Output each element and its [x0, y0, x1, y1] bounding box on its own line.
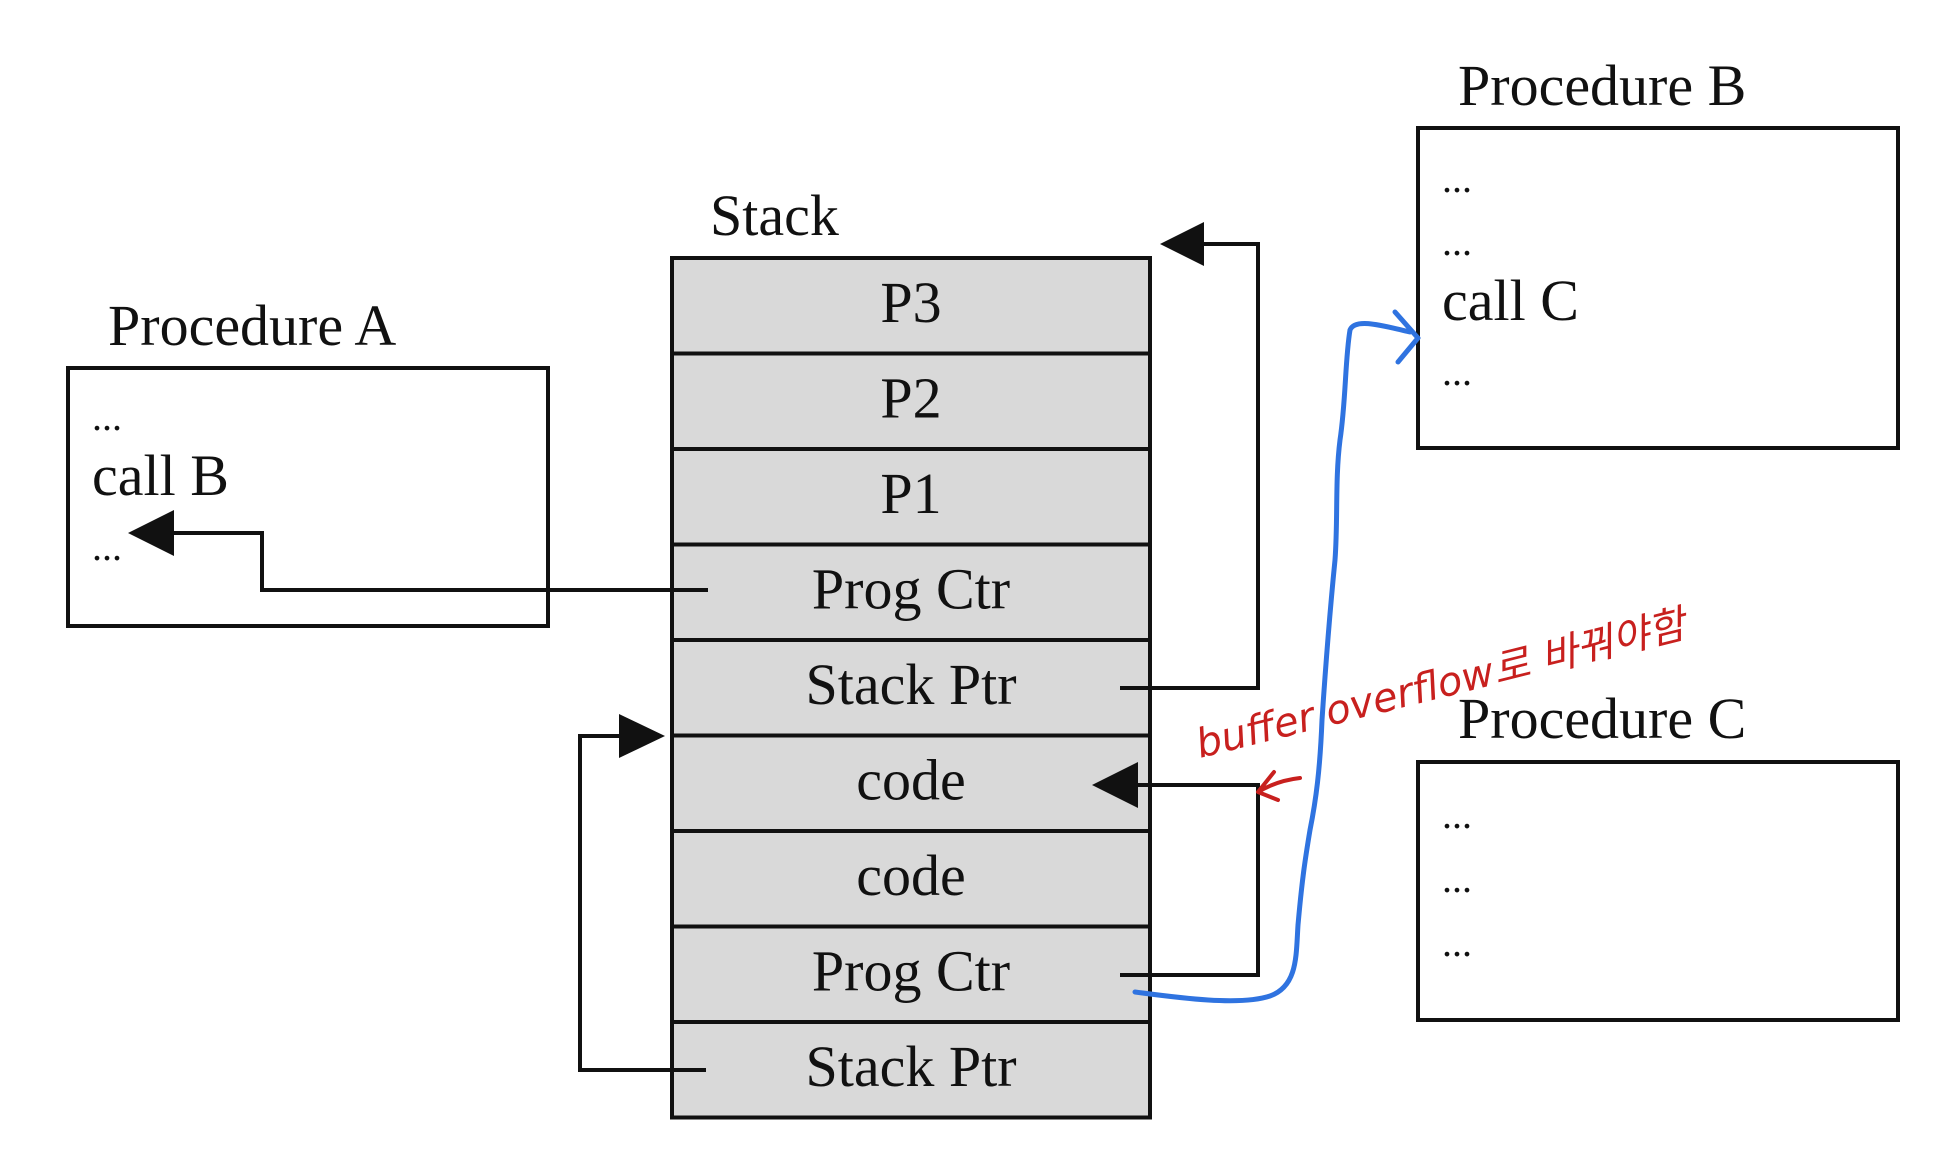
return-address-arrow-a: [158, 531, 708, 592]
procedure-b-line-2: ...: [1442, 219, 1472, 264]
arrowhead-to-frame-boundary: [619, 714, 665, 758]
procedure-a-line-3: ...: [92, 524, 122, 569]
stack-cell: [670, 1020, 1152, 1120]
procedure-c-line-1: ...: [1442, 792, 1472, 837]
procedure-c-line-2: ...: [1442, 856, 1472, 901]
stack-cell: [670, 829, 1152, 929]
procedure-c-title: Procedure C: [1458, 686, 1746, 751]
stack-cell-label: Stack Ptr: [805, 652, 1016, 717]
procedure-b-line-1: ...: [1442, 156, 1472, 201]
procedure-a-title: Procedure A: [108, 293, 396, 358]
stack-cell: [670, 638, 1152, 738]
stack-cell-label: P1: [880, 461, 941, 526]
procedure-a-line-1: ...: [92, 394, 122, 439]
arrowhead-to-procedure-a: [128, 510, 174, 556]
procedure-c-line-3: ...: [1442, 920, 1472, 965]
procedure-b-line-3: call C: [1442, 268, 1579, 333]
stack-cell: [670, 256, 1152, 356]
stack-cell-label: code: [856, 748, 966, 813]
stack-cell-label: Stack Ptr: [805, 1034, 1016, 1099]
redirect-arrow-handwritten: [1132, 321, 1413, 1004]
stack-cell-label: code: [856, 843, 966, 908]
saved-stack-pointer-arrow-upper: [1120, 242, 1260, 690]
stack-cell-label: P2: [880, 366, 941, 431]
stack-title: Stack: [710, 183, 839, 248]
arrowhead-to-stack-top: [1160, 222, 1204, 266]
stack-cell-label: Prog Ctr: [812, 557, 1010, 622]
stack-cell-label: P3: [880, 270, 941, 335]
procedure-a-box: [66, 366, 550, 628]
stack-cell-label: Prog Ctr: [812, 939, 1010, 1004]
note-arrow-handwritten: [1256, 770, 1302, 802]
redirect-arrowhead-handwritten: [1392, 309, 1421, 365]
procedure-c-box: [1416, 760, 1900, 1022]
stack-cell: [670, 447, 1152, 547]
return-address-arrow-code: [1120, 783, 1260, 977]
arrowhead-to-code: [1092, 762, 1138, 808]
procedure-b-title: Procedure B: [1458, 53, 1746, 118]
saved-stack-pointer-arrow-lower: [578, 734, 706, 1072]
procedure-b-box: [1416, 126, 1900, 450]
procedure-a-line-2: call B: [92, 443, 229, 508]
procedure-b-line-4: ...: [1442, 349, 1472, 394]
